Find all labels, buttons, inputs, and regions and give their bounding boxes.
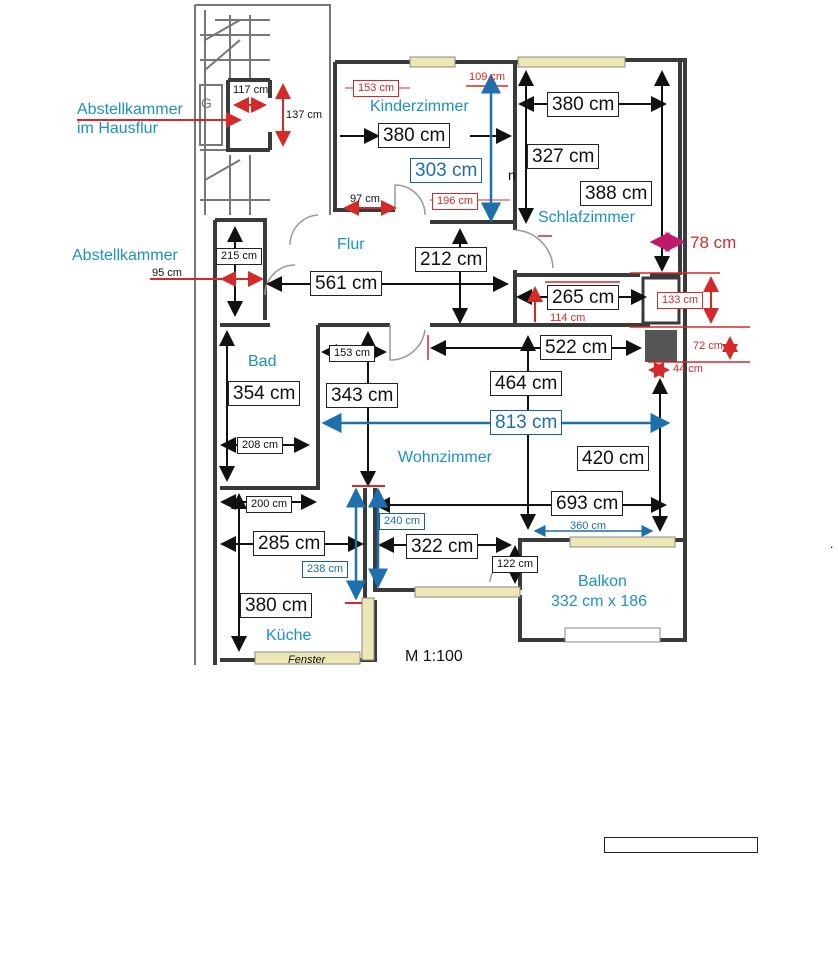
dim-schlaf-327: 327 cm xyxy=(527,144,600,169)
dim-chimney-72: 72 cm xyxy=(693,340,723,352)
dim-abstell-95: 95 cm xyxy=(152,267,182,279)
dim-kinder-153: 153 cm xyxy=(353,80,400,97)
doors xyxy=(264,184,554,583)
room-label-balkon: Balkon xyxy=(578,573,627,590)
dim-schlaf-388: 388 cm xyxy=(580,181,653,206)
room-label-wohnzimmer: Wohnzimmer xyxy=(398,449,492,466)
dim-kinder-depth: 303 cm xyxy=(410,158,483,183)
dimension-lines-red xyxy=(77,83,750,604)
room-label-flur: Flur xyxy=(337,236,365,253)
dim-flur-212: 212 cm xyxy=(415,247,488,272)
dim-kinder-196: 196 cm xyxy=(432,193,479,210)
stray-dot: . xyxy=(830,537,834,551)
dim-kinder-97: 97 cm xyxy=(350,193,380,205)
balkon-size: 332 cm x 186 xyxy=(551,593,648,610)
dim-wohn-693: 693 cm xyxy=(551,491,624,516)
room-label-bad: Bad xyxy=(248,353,277,370)
dim-flur-265: 265 cm xyxy=(547,285,620,310)
dim-schlaf-78: 78 cm xyxy=(690,233,737,252)
dim-wohn-343: 343 cm xyxy=(326,383,399,408)
windows xyxy=(254,56,676,665)
dim-wohn-420: 420 cm xyxy=(577,446,650,471)
dim-chimney-133: 133 cm xyxy=(657,292,704,309)
room-label-schlafzimmer: Schlafzimmer xyxy=(538,209,635,226)
room-label-abstellkammer: Abstellkammer xyxy=(72,247,178,264)
stairwell xyxy=(194,4,331,665)
empty-box xyxy=(604,837,758,853)
dim-wohn-153: 153 cm xyxy=(329,345,376,362)
window-label: Fenster xyxy=(288,654,326,666)
dim-bad-354: 354 cm xyxy=(228,381,301,406)
dim-kueche-200: 200 cm xyxy=(246,496,293,513)
stray-mark: n xyxy=(508,167,516,183)
dim-wohn-522: 522 cm xyxy=(540,335,613,360)
gas-meter-symbol: G xyxy=(201,95,212,111)
dim-wohn-122: 122 cm xyxy=(492,556,539,573)
dim-abstell-215: 215 cm xyxy=(216,248,263,265)
room-label-kueche: Küche xyxy=(266,627,312,644)
dim-bad-208: 208 cm xyxy=(237,437,284,454)
room-label-abstellkammer-hausflur-1: Abstellkammer xyxy=(77,101,183,118)
dim-kinder-109: 109 cm xyxy=(469,71,506,83)
dim-hausflur-137: 137 cm xyxy=(286,109,323,121)
dim-wohn-240: 240 cm xyxy=(379,513,426,530)
dim-wohn-464: 464 cm xyxy=(490,371,563,396)
dim-kueche-285: 285 cm xyxy=(253,531,326,556)
dim-wohn-360: 360 cm xyxy=(570,520,607,532)
dim-kueche-380: 380 cm xyxy=(240,593,313,618)
chimney xyxy=(645,330,677,362)
dim-flur-114: 114 cm xyxy=(550,312,586,324)
dim-chimney-44: 44 cm xyxy=(673,363,703,375)
dim-wohn-322: 322 cm xyxy=(406,534,479,559)
room-label-kinderzimmer: Kinderzimmer xyxy=(370,98,469,115)
scale-label: M 1:100 xyxy=(405,648,463,665)
dim-schlaf-width: 380 cm xyxy=(547,92,620,117)
dim-flur-561: 561 cm xyxy=(310,271,383,296)
dim-hausflur-117: 117 cm xyxy=(233,84,269,96)
dim-wohn-813: 813 cm xyxy=(490,410,563,435)
dim-kinder-width: 380 cm xyxy=(378,123,451,148)
dim-wohn-238: 238 cm xyxy=(302,561,349,578)
dimension-lines-blue xyxy=(321,73,671,601)
room-label-abstellkammer-hausflur-2: im Hausflur xyxy=(77,120,158,137)
